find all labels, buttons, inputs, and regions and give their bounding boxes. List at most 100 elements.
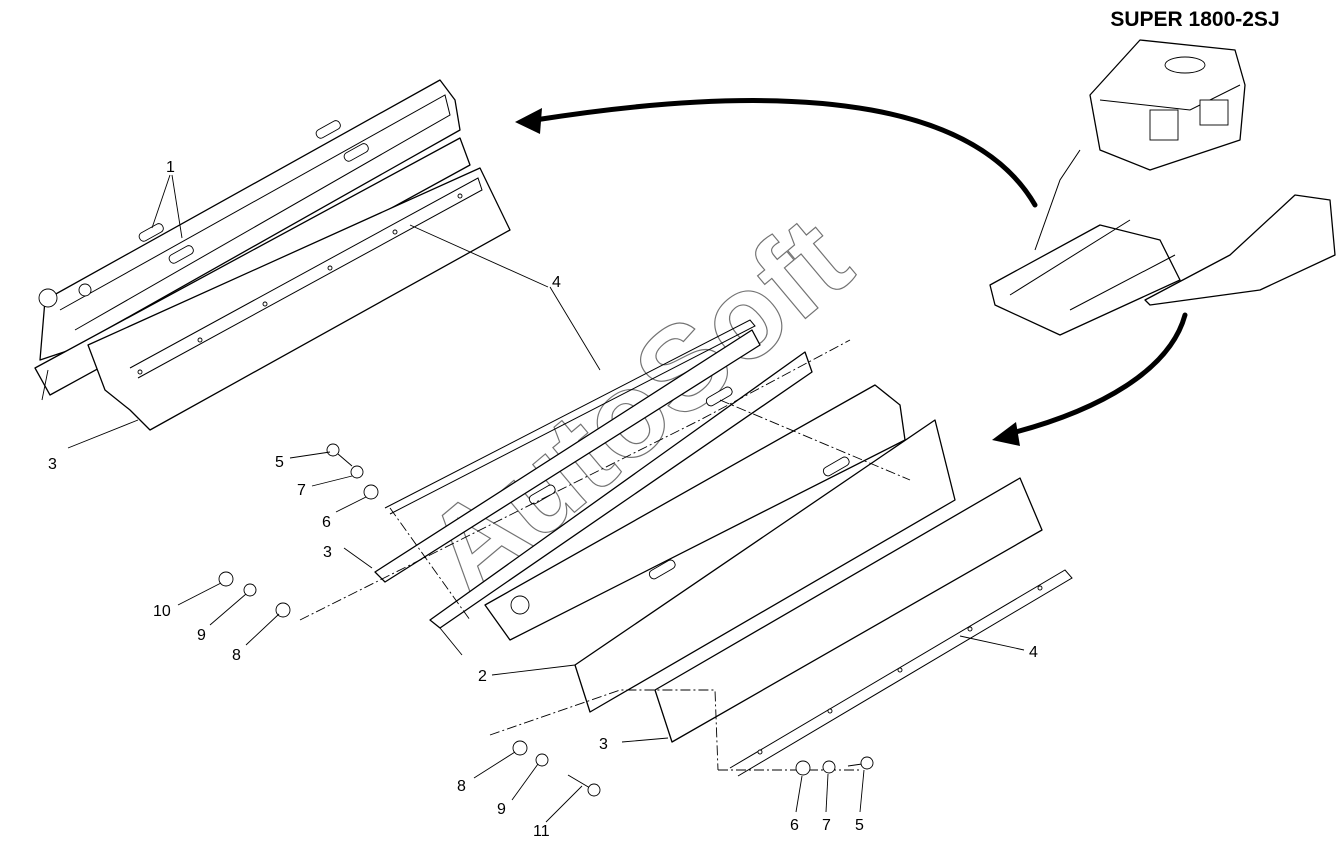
wear-strip-4-center <box>384 319 756 515</box>
upper-slot-2 <box>343 143 369 162</box>
machine-window-1 <box>1149 109 1179 141</box>
nut-10 <box>218 571 234 587</box>
diagram-title: SUPER 1800-2SJ <box>1110 8 1280 31</box>
callout-labels: 1 4 3 5 7 6 3 10 9 8 2 4 3 8 9 11 6 7 5 <box>48 159 1038 840</box>
callout-3-upper: 3 <box>48 456 57 473</box>
callout-10: 10 <box>153 603 171 620</box>
hole <box>457 193 463 199</box>
arrow-lower <box>1009 312 1188 436</box>
direction-arrows <box>515 98 1188 446</box>
callout-5-lower: 5 <box>855 817 864 834</box>
callout-3-center: 3 <box>323 544 332 561</box>
callout-2: 2 <box>478 668 487 685</box>
upper-frame-edge <box>59 94 451 331</box>
lower-frame-rail <box>484 384 906 641</box>
washer-9-left <box>243 583 257 597</box>
nut-6-upper <box>363 484 379 500</box>
machine-hopper <box>1164 56 1206 74</box>
callout-5-upper: 5 <box>275 454 284 471</box>
lower-slotted-plate <box>574 419 956 713</box>
callout-3-lower: 3 <box>599 736 608 753</box>
machine-arm <box>1034 149 1081 251</box>
hole <box>137 369 143 375</box>
machine-overview <box>989 39 1336 336</box>
arrow-upper <box>532 98 1038 208</box>
callout-11: 11 <box>533 823 550 840</box>
washer-9-lower <box>535 753 549 767</box>
hole <box>327 265 333 271</box>
arrow-lower-head <box>992 422 1020 446</box>
hole <box>757 749 763 755</box>
washer-7-lower <box>822 760 836 774</box>
leader <box>335 496 367 513</box>
bolt-11-head <box>587 783 601 797</box>
leader <box>825 773 829 813</box>
washer-7-upper <box>350 465 364 479</box>
machine-body <box>1089 39 1246 171</box>
leader <box>209 593 247 626</box>
assembly-line <box>299 339 851 621</box>
lower-center-assembly <box>374 319 1073 777</box>
callout-8-lower: 8 <box>457 778 466 795</box>
upper-left-assembly <box>34 79 511 431</box>
fasteners <box>218 443 874 797</box>
blade-2-center <box>429 351 813 629</box>
leader <box>289 451 331 459</box>
wear-strip-4-lower <box>729 569 1073 777</box>
leader <box>511 763 539 801</box>
leader <box>549 286 601 371</box>
leader <box>545 785 583 823</box>
upper-fitting-1 <box>38 288 58 308</box>
leader <box>177 582 222 606</box>
hole <box>392 229 398 235</box>
bolt-5-upper <box>326 443 340 457</box>
callout-4-upper: 4 <box>552 274 561 291</box>
leader <box>343 547 373 569</box>
upper-slot-3 <box>138 223 164 242</box>
leader <box>795 775 803 813</box>
machine-window-2 <box>1199 99 1229 126</box>
bolt-11 <box>567 774 591 789</box>
hole <box>967 626 973 632</box>
lower-scraper-plate <box>654 477 1043 743</box>
leader <box>439 627 463 656</box>
leader <box>171 174 183 239</box>
machine-screed-right <box>1144 194 1336 306</box>
callout-7-upper: 7 <box>297 482 306 499</box>
upper-scraper-plate <box>87 167 511 431</box>
assembly-line <box>489 689 719 771</box>
leader <box>621 737 669 743</box>
lower-fitting-1 <box>510 595 530 615</box>
leader <box>473 751 516 779</box>
callout-7-lower: 7 <box>822 817 831 834</box>
assembly-lines <box>299 339 911 771</box>
machine-frame <box>989 224 1181 336</box>
arrow-upper-head <box>515 108 542 134</box>
bolt-5-lower-head <box>860 756 874 770</box>
hole <box>1037 585 1043 591</box>
callout-1: 1 <box>166 159 175 176</box>
leader <box>859 769 865 813</box>
leader <box>311 475 353 487</box>
callout-6-lower: 6 <box>790 817 799 834</box>
lower-slot-4 <box>528 484 556 505</box>
leader <box>67 419 139 449</box>
lower-slot-2 <box>648 559 676 580</box>
callout-6-upper: 6 <box>322 514 331 531</box>
bolt-5-upper-shank <box>337 453 353 467</box>
hole <box>827 708 833 714</box>
callout-9-left: 9 <box>197 627 206 644</box>
callout-9-lower: 9 <box>497 801 506 818</box>
leader <box>151 174 171 229</box>
upper-slot-1 <box>315 120 341 139</box>
assembly-line <box>389 507 471 621</box>
machine-body-edge <box>1099 84 1241 111</box>
upper-fitting-2 <box>78 283 92 297</box>
leader-lines <box>41 174 1025 823</box>
nut-8-left <box>275 602 291 618</box>
leader <box>959 635 1025 651</box>
machine-rod-2 <box>1069 254 1176 311</box>
nut-8-lower <box>512 740 528 756</box>
nut-6-lower <box>795 760 811 776</box>
